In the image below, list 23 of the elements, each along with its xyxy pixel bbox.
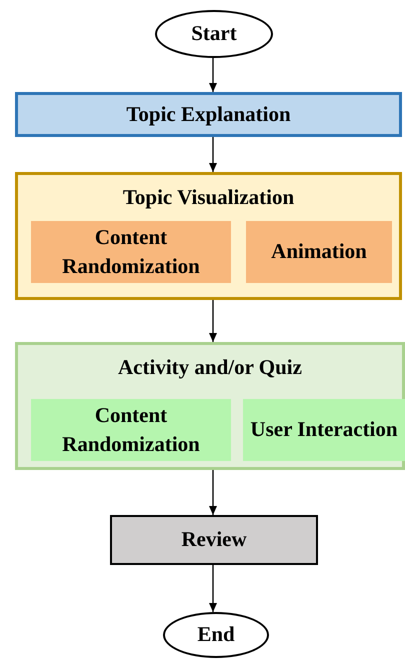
- node-label: End: [196, 621, 236, 648]
- process-box: [31, 399, 231, 461]
- node-label: Content Randomization: [61, 402, 201, 458]
- process-box: [243, 399, 405, 461]
- process-box: [31, 221, 231, 283]
- group-box: [15, 342, 405, 470]
- arrow: [209, 470, 217, 515]
- node-label: Content Randomization: [61, 224, 201, 280]
- node-label: Review: [180, 526, 248, 554]
- process-box: [15, 92, 402, 137]
- node-label: Topic Explanation: [125, 100, 292, 128]
- node-label: Animation: [270, 238, 368, 266]
- group-heading: Topic Visualization: [122, 184, 296, 211]
- arrow: [209, 58, 217, 92]
- group-heading: Activity and/or Quiz: [117, 354, 303, 381]
- process-box: [246, 221, 392, 283]
- arrow: [209, 565, 217, 612]
- process-box: [110, 515, 318, 565]
- group-box: [15, 172, 402, 300]
- arrow: [209, 300, 217, 342]
- arrow: [209, 137, 217, 172]
- node-label: User Interaction: [249, 416, 399, 444]
- node-label: Start: [190, 20, 238, 48]
